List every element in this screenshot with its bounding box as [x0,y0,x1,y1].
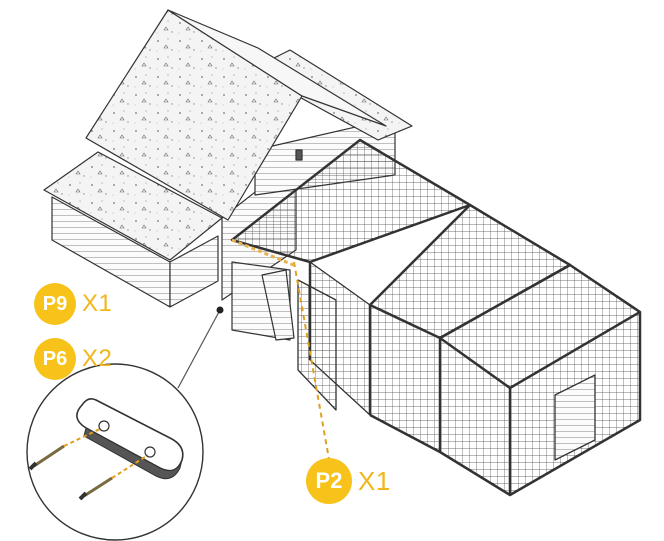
run-3-frame [438,263,642,497]
p9-badge: P9 [34,283,76,325]
p9-plate-hole-1 [98,420,110,432]
callout-p2: P2 X1 [306,458,391,504]
p2-bar-highlight [231,238,297,268]
run-section-1 [230,138,472,416]
p6-badge: P6 [34,338,76,380]
screw-1-guide [63,427,103,447]
p6-screw-1 [28,427,103,471]
detail-inset [26,363,204,541]
callout-p9: P9 X1 [34,283,112,325]
p2-guide-line [293,261,331,466]
run-door [297,279,337,411]
screw-2-guide [111,454,149,479]
p9-attach-point [216,306,224,314]
p9-leader-line [177,309,221,389]
run-end-hatch [554,374,596,461]
p9-plate-edge [83,427,183,480]
assembly-guides [177,238,331,466]
p6-screw-2 [78,454,149,501]
callout-p6: P6 X2 [34,338,112,380]
p9-plate [76,398,184,480]
p9-quantity: X1 [82,290,113,317]
ramp [261,269,295,341]
p2-quantity: X1 [358,465,391,496]
nesting-box-side [169,235,219,308]
p2-badge: P2 [306,458,352,504]
run-section-3 [438,263,642,497]
vent-window [295,149,303,161]
p6-quantity: X2 [82,345,113,372]
coop-house [43,9,413,341]
main-roof-gable [167,9,387,127]
p9-plate-hole-2 [144,446,156,458]
